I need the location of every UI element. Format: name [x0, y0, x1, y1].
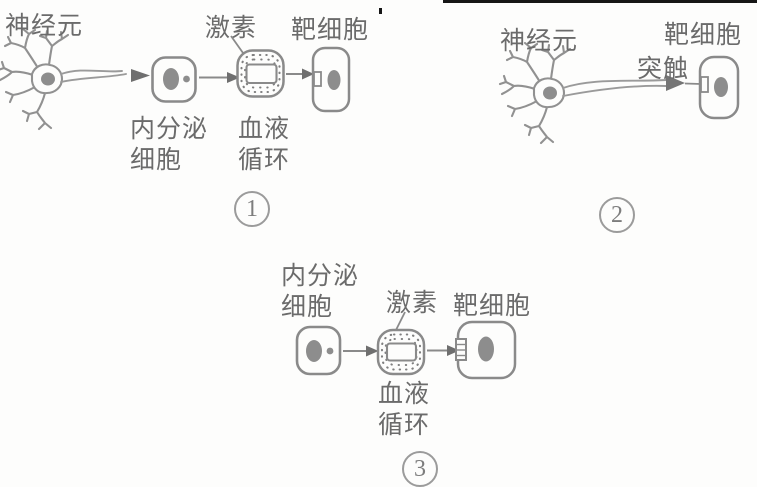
diagram2-neuron-label: 神经元 [500, 28, 579, 55]
endocrine-cell-icon [151, 56, 197, 103]
diagram2-number-badge: 2 [599, 197, 635, 233]
diagram2-synapse-label: 突触 [637, 56, 690, 83]
diagram3-art [295, 311, 517, 380]
receptor-icon [455, 338, 467, 361]
diagram1-neuron-label: 神经元 [5, 13, 84, 40]
axon-arrowhead-icon [131, 69, 150, 82]
synapse-terminal-icon [666, 75, 685, 91]
blood-circulation-icon [376, 328, 426, 376]
diagram3-number-badge: 3 [402, 451, 438, 487]
arrow-endocrine-to-blood-icon [343, 345, 379, 357]
arrow-blood-to-target-icon [427, 345, 460, 356]
endocrine-label-line1: 内分泌 [130, 116, 209, 143]
neuron-icon [498, 41, 702, 145]
scan-artifact-line [443, 0, 757, 3]
diagram1-target-cell-label: 靶细胞 [291, 17, 370, 44]
diagram1-number-badge: 1 [234, 191, 270, 227]
blood-label-line2: 循环 [238, 147, 291, 174]
blood-label-line2: 循环 [378, 412, 431, 439]
diagram1-endocrine-cell-label: 内分泌 细胞 [130, 114, 208, 176]
receptor-icon [313, 71, 322, 87]
endocrine-cell-icon [295, 325, 342, 376]
target-cell-icon [311, 46, 351, 113]
diagram2-art [498, 41, 740, 145]
neuron-icon [0, 27, 150, 131]
endocrine-label-line2: 细胞 [281, 294, 334, 321]
endocrine-label-line2: 细胞 [130, 147, 183, 174]
diagram3-blood-circulation-label: 血液 循环 [378, 379, 430, 441]
diagram3-endocrine-cell-label: 内分泌 细胞 [281, 261, 359, 323]
blood-label-line1: 血液 [378, 381, 431, 408]
blood-circulation-icon [236, 49, 285, 98]
diagram3-target-cell-label: 靶细胞 [453, 293, 532, 320]
receptor-icon [700, 76, 709, 93]
scan-artifact-speck [379, 8, 382, 14]
diagram3-hormone-label: 激素 [386, 290, 439, 317]
arrow-blood-to-target-icon [286, 68, 314, 80]
target-cell-icon [698, 55, 740, 120]
diagram2-target-cell-label: 靶细胞 [664, 22, 743, 49]
diagram1-art [0, 27, 351, 131]
diagram1-blood-circulation-label: 血液 循环 [238, 114, 290, 176]
arrow-endocrine-to-blood-icon [199, 72, 240, 83]
target-cell-icon [455, 320, 517, 380]
blood-label-line1: 血液 [238, 116, 291, 143]
diagram1-hormone-label: 激素 [205, 15, 258, 42]
endocrine-label-line1: 内分泌 [281, 263, 360, 290]
